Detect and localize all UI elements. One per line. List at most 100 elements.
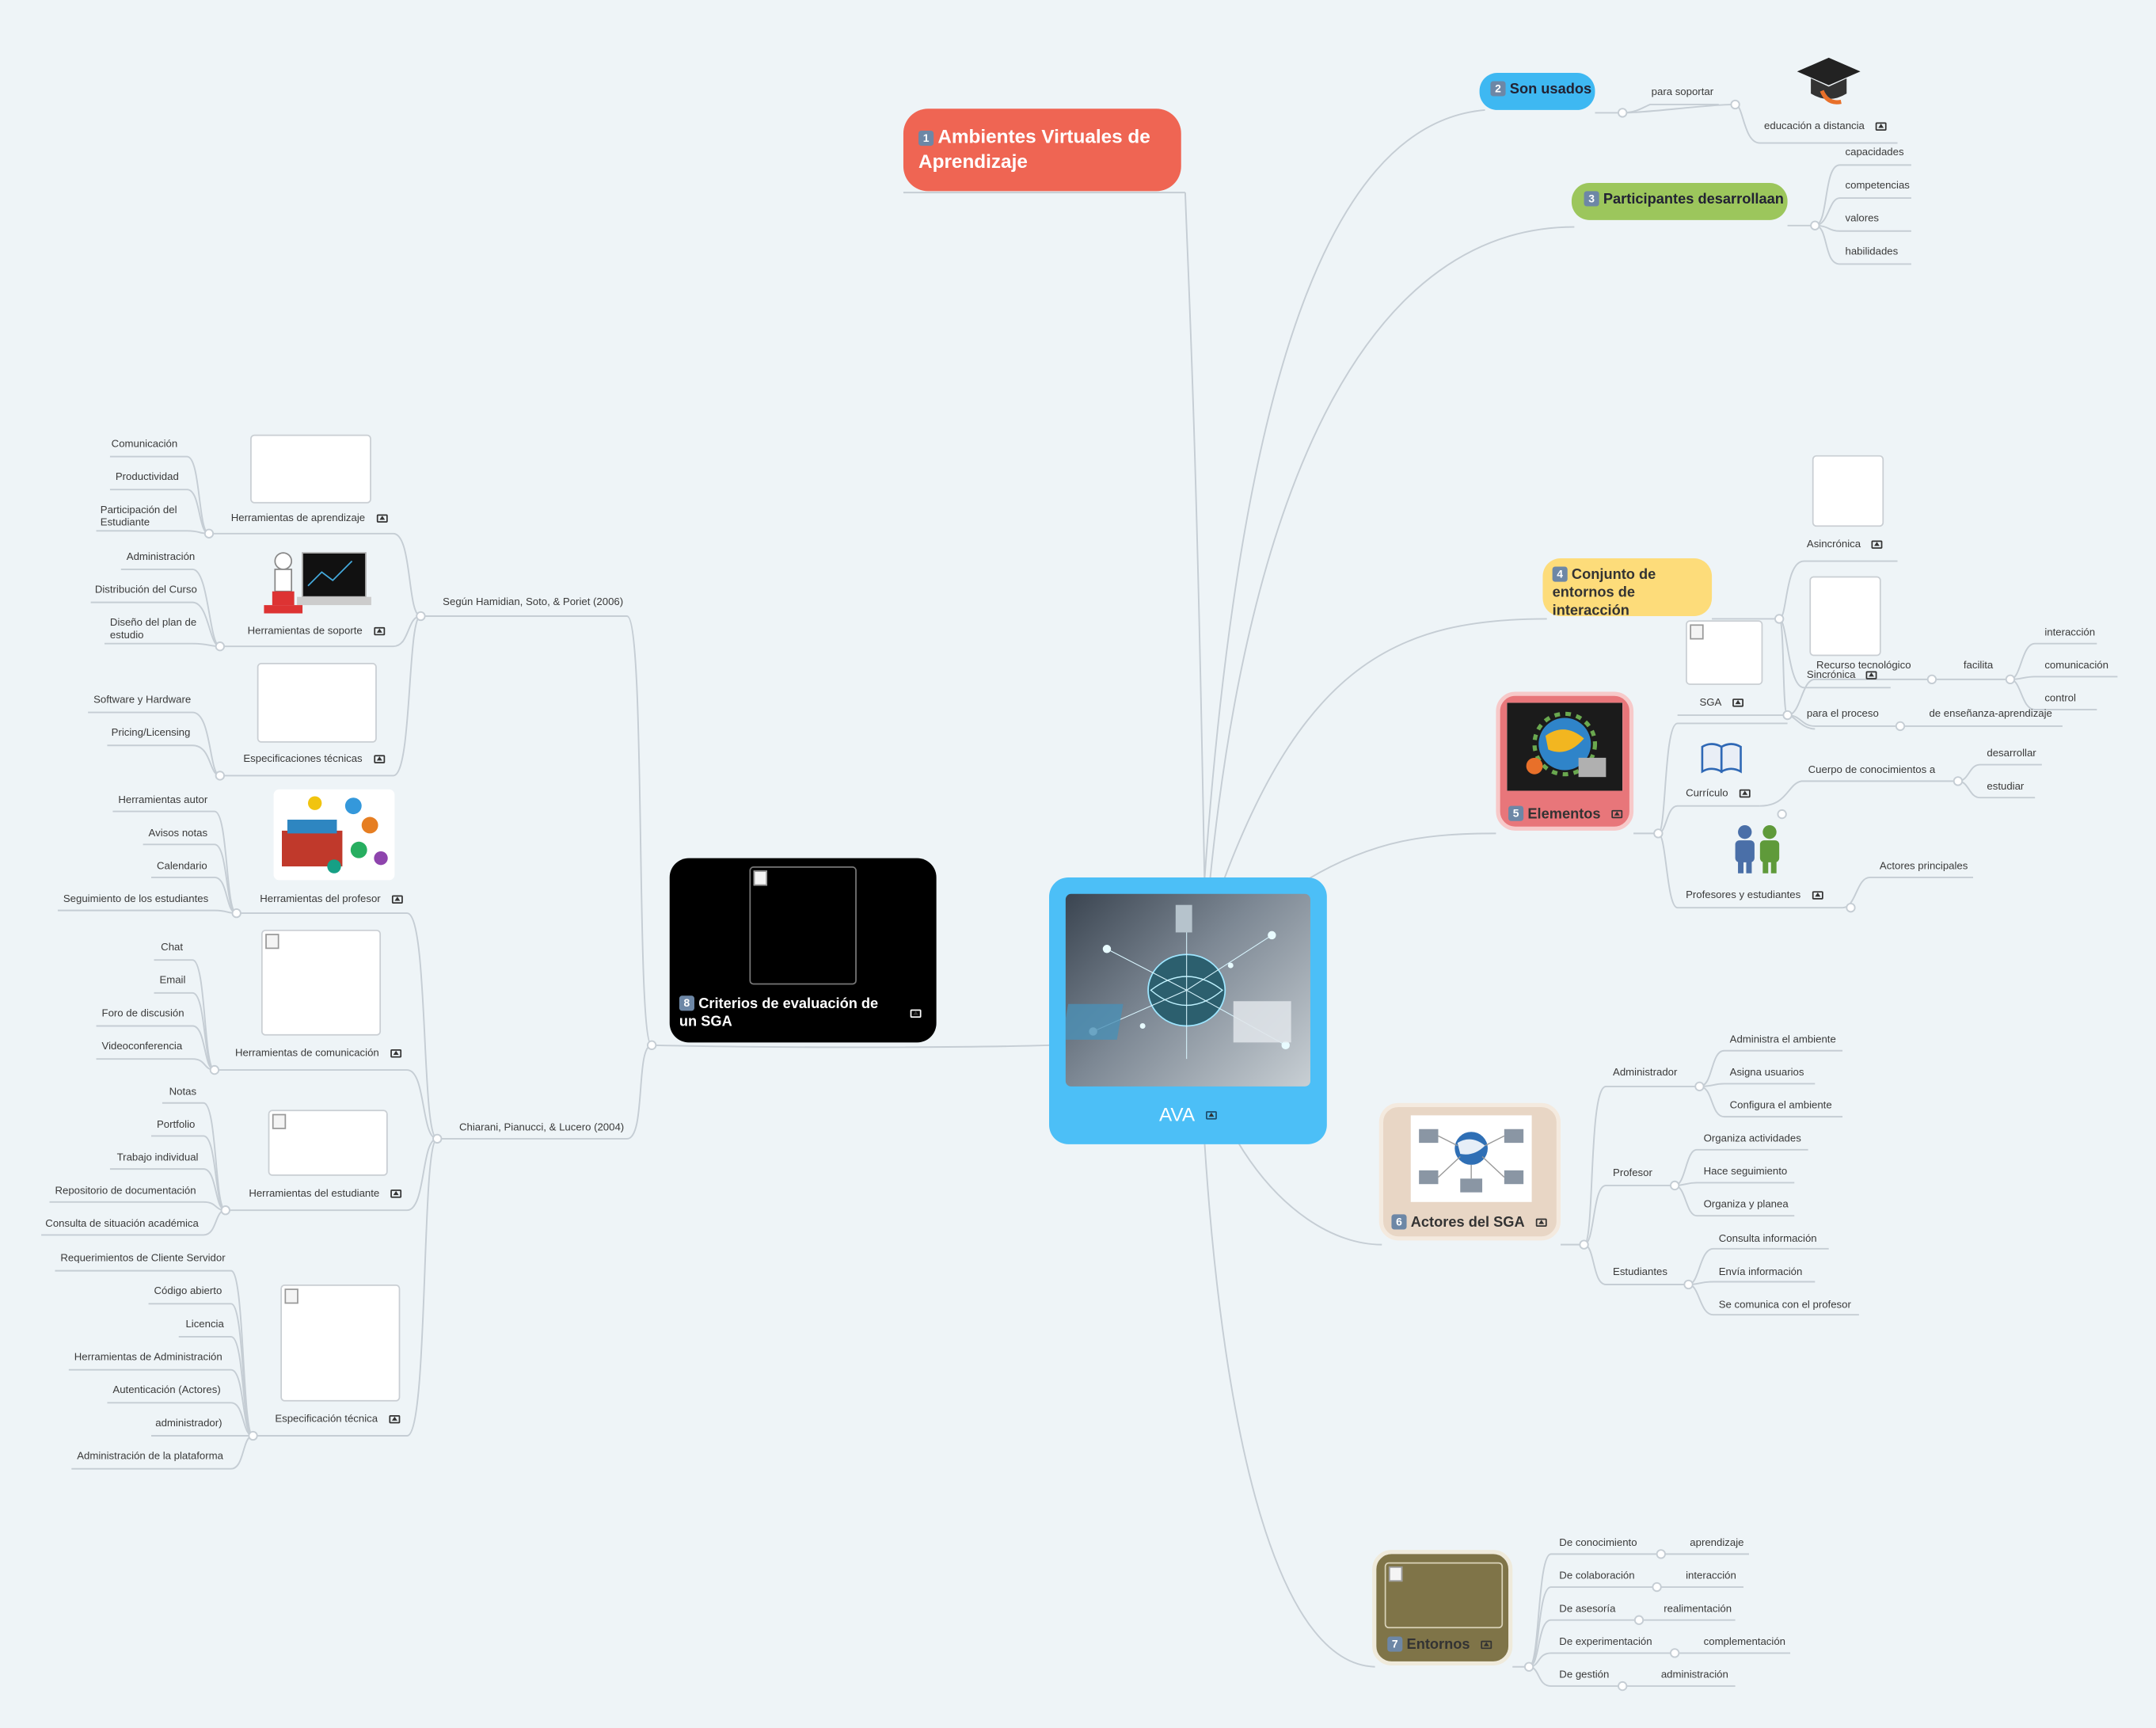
group-herramientas-estudiante[interactable]: Herramientas del estudiante: [249, 1186, 402, 1200]
leaf-item[interactable]: capacidades: [1845, 146, 1904, 158]
leaf-ensenanza[interactable]: de enseñanza-aprendizaje: [1929, 706, 2052, 720]
group-label: Herramientas del estudiante: [249, 1186, 380, 1200]
leaf-item[interactable]: Participación del Estudiante: [100, 503, 177, 529]
leaf-item[interactable]: comunicación: [2044, 658, 2108, 672]
leaf-sincronica[interactable]: Sincrónica: [1806, 668, 1878, 681]
author-hamidian[interactable]: Según Hamidian, Soto, & Poriet (2006): [443, 595, 624, 608]
criterios-image: [749, 866, 857, 985]
leaf-item[interactable]: Distribución del Curso: [94, 583, 197, 596]
leaf-item[interactable]: Administración: [126, 550, 196, 563]
entorno-value[interactable]: interacción: [1686, 1569, 1736, 1582]
leaf-item[interactable]: Trabajo individual: [116, 1151, 199, 1164]
leaf-item[interactable]: Administra el ambiente: [1729, 1033, 1836, 1045]
leaf-profesores[interactable]: Profesores y estudiantes: [1686, 889, 1823, 901]
leaf-item[interactable]: Email: [159, 973, 186, 987]
entorno-value[interactable]: aprendizaje: [1690, 1536, 1744, 1549]
leaf-educacion[interactable]: educación a distancia: [1764, 120, 1887, 132]
leaf-item[interactable]: valores: [1845, 211, 1880, 225]
leaf-label: Sincrónica: [1806, 668, 1856, 681]
leaf-item[interactable]: control: [2044, 691, 2076, 705]
entorno-label[interactable]: De experimentación: [1559, 1635, 1652, 1648]
leaf-item[interactable]: Chat: [161, 940, 184, 953]
leaf-sga[interactable]: SGA: [1699, 696, 1744, 709]
group-herramientas-profesor[interactable]: Herramientas del profesor: [260, 893, 403, 905]
leaf-item[interactable]: Avisos notas: [148, 826, 208, 839]
leaf-item[interactable]: Productividad: [115, 470, 179, 483]
leaf-item[interactable]: Configura el ambiente: [1729, 1098, 1832, 1112]
actor-administrador[interactable]: Administrador: [1613, 1065, 1678, 1079]
aprendizaje-image: [250, 434, 371, 504]
book-image: [1699, 739, 1743, 775]
leaf-actores[interactable]: Actores principales: [1879, 859, 1968, 873]
leaf-item[interactable]: Administración de la plataforma: [77, 1449, 223, 1463]
leaf-item[interactable]: Portfolio: [156, 1117, 196, 1131]
leaf-item[interactable]: Asigna usuarios: [1729, 1065, 1804, 1079]
leaf-item[interactable]: Software y Hardware: [93, 693, 192, 706]
image-icon: [1611, 810, 1623, 819]
leaf-cuerpo[interactable]: Cuerpo de conocimientos a: [1808, 763, 1936, 776]
leaf-recurso[interactable]: Recurso tecnológico: [1816, 658, 1911, 672]
leaf-item[interactable]: Herramientas de Administración: [74, 1350, 222, 1363]
actor-profesor[interactable]: Profesor: [1613, 1166, 1652, 1179]
leaf-item[interactable]: Diseño del plan de estudio: [109, 615, 197, 641]
group-herramientas-aprendizaje[interactable]: Herramientas de aprendizaje: [231, 512, 387, 524]
leaf-item[interactable]: Herramientas autor: [118, 794, 208, 806]
leaf-item[interactable]: Consulta de situación académica: [45, 1216, 199, 1230]
leaf-item[interactable]: Notas: [169, 1085, 197, 1098]
group-herramientas-soporte[interactable]: Herramientas de soporte: [248, 624, 385, 637]
leaf-item[interactable]: habilidades: [1845, 245, 1899, 257]
leaf-item[interactable]: Pricing/Licensing: [111, 725, 191, 739]
leaf-item[interactable]: competencias: [1845, 178, 1910, 192]
leaf-item[interactable]: Consulta información: [1718, 1231, 1817, 1245]
entorno-label[interactable]: De asesoría: [1559, 1602, 1616, 1615]
entorno-label[interactable]: De conocimiento: [1559, 1536, 1637, 1549]
leaf-item[interactable]: Envía información: [1718, 1265, 1803, 1278]
image-icon: [388, 1414, 400, 1424]
number-badge: 3: [1584, 191, 1599, 207]
leaf-item[interactable]: Calendario: [156, 859, 207, 873]
support-robot-image: [261, 547, 374, 616]
leaf-item[interactable]: Organiza actividades: [1703, 1132, 1801, 1144]
group-especificaciones-tecnicas[interactable]: Especificaciones técnicas: [243, 752, 385, 765]
group-herramientas-comunicacion[interactable]: Herramientas de comunicación: [235, 1047, 401, 1060]
leaf-item[interactable]: interacción: [2044, 626, 2096, 638]
central-image: [1065, 893, 1310, 1087]
group-especificacion-tecnica[interactable]: Especificación técnica: [275, 1412, 400, 1425]
leaf-item[interactable]: Repositorio de documentación: [55, 1184, 196, 1197]
leaf-curriculo[interactable]: Currículo: [1686, 786, 1751, 799]
author-chiarani[interactable]: Chiarani, Pianucci, & Lucero (2004): [459, 1121, 625, 1133]
leaf-item[interactable]: Organiza y planea: [1703, 1197, 1789, 1211]
actor-estudiantes[interactable]: Estudiantes: [1613, 1265, 1667, 1278]
leaf-item[interactable]: Autenticación (Actores): [112, 1384, 221, 1396]
entorno-value[interactable]: administración: [1660, 1668, 1728, 1681]
entorno-value[interactable]: realimentación: [1664, 1602, 1732, 1615]
graduation-cap-image: [1794, 55, 1863, 107]
leaf-item[interactable]: Licencia: [185, 1317, 224, 1330]
leaf-item[interactable]: desarrollar: [1987, 746, 2036, 759]
leaf-asincronica[interactable]: Asincrónica: [1807, 538, 1883, 550]
especificacion-image: [280, 1284, 401, 1402]
central-topic-ava[interactable]: AVA: [1049, 877, 1327, 1144]
leaf-item[interactable]: Comunicación: [111, 437, 178, 450]
image-icon: [1875, 122, 1887, 131]
leaf-item[interactable]: estudiar: [1987, 779, 2025, 793]
leaf-item[interactable]: Videoconferencia: [101, 1039, 183, 1052]
entorno-label[interactable]: De gestión: [1559, 1668, 1610, 1681]
leaf-item[interactable]: Código abierto: [154, 1284, 222, 1297]
leaf-item[interactable]: Seguimiento de los estudiantes: [63, 893, 209, 905]
entorno-label[interactable]: De colaboración: [1559, 1569, 1635, 1582]
leaf-item[interactable]: Requerimientos de Cliente Servidor: [60, 1251, 226, 1264]
leaf-item[interactable]: Foro de discusión: [101, 1007, 184, 1019]
entorno-value[interactable]: complementación: [1703, 1635, 1786, 1648]
leaf-item[interactable]: Hace seguimiento: [1703, 1164, 1788, 1178]
leaf-item[interactable]: Se comunica con el profesor: [1718, 1298, 1851, 1311]
leaf-item[interactable]: administrador): [155, 1416, 222, 1429]
